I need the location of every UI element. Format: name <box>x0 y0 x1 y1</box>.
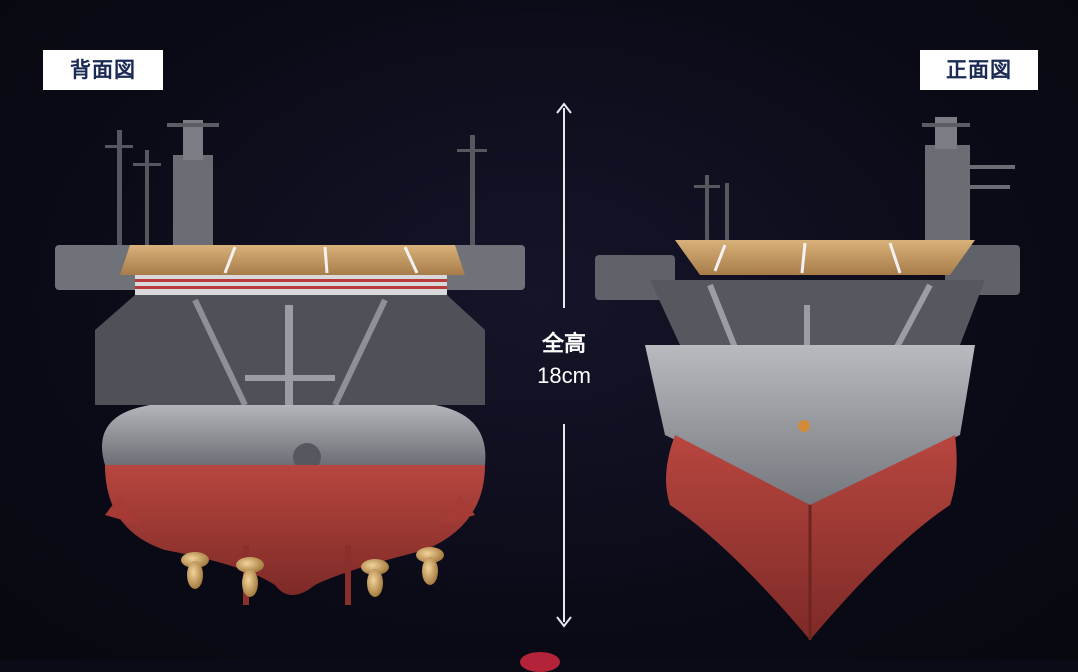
ship-front-view-image <box>595 117 1020 640</box>
bottom-indicator-dot <box>520 652 560 672</box>
front-view-label: 正面図 <box>920 50 1038 90</box>
arrow-up-icon <box>556 102 572 114</box>
back-view-label: 背面図 <box>43 50 163 90</box>
height-line-bottom <box>563 424 565 622</box>
ship-back-view-image <box>55 120 525 605</box>
height-line-top <box>563 108 565 308</box>
height-value: 18cm <box>537 363 591 388</box>
height-title: 全高 <box>541 331 586 356</box>
arrow-down-icon <box>556 616 572 628</box>
